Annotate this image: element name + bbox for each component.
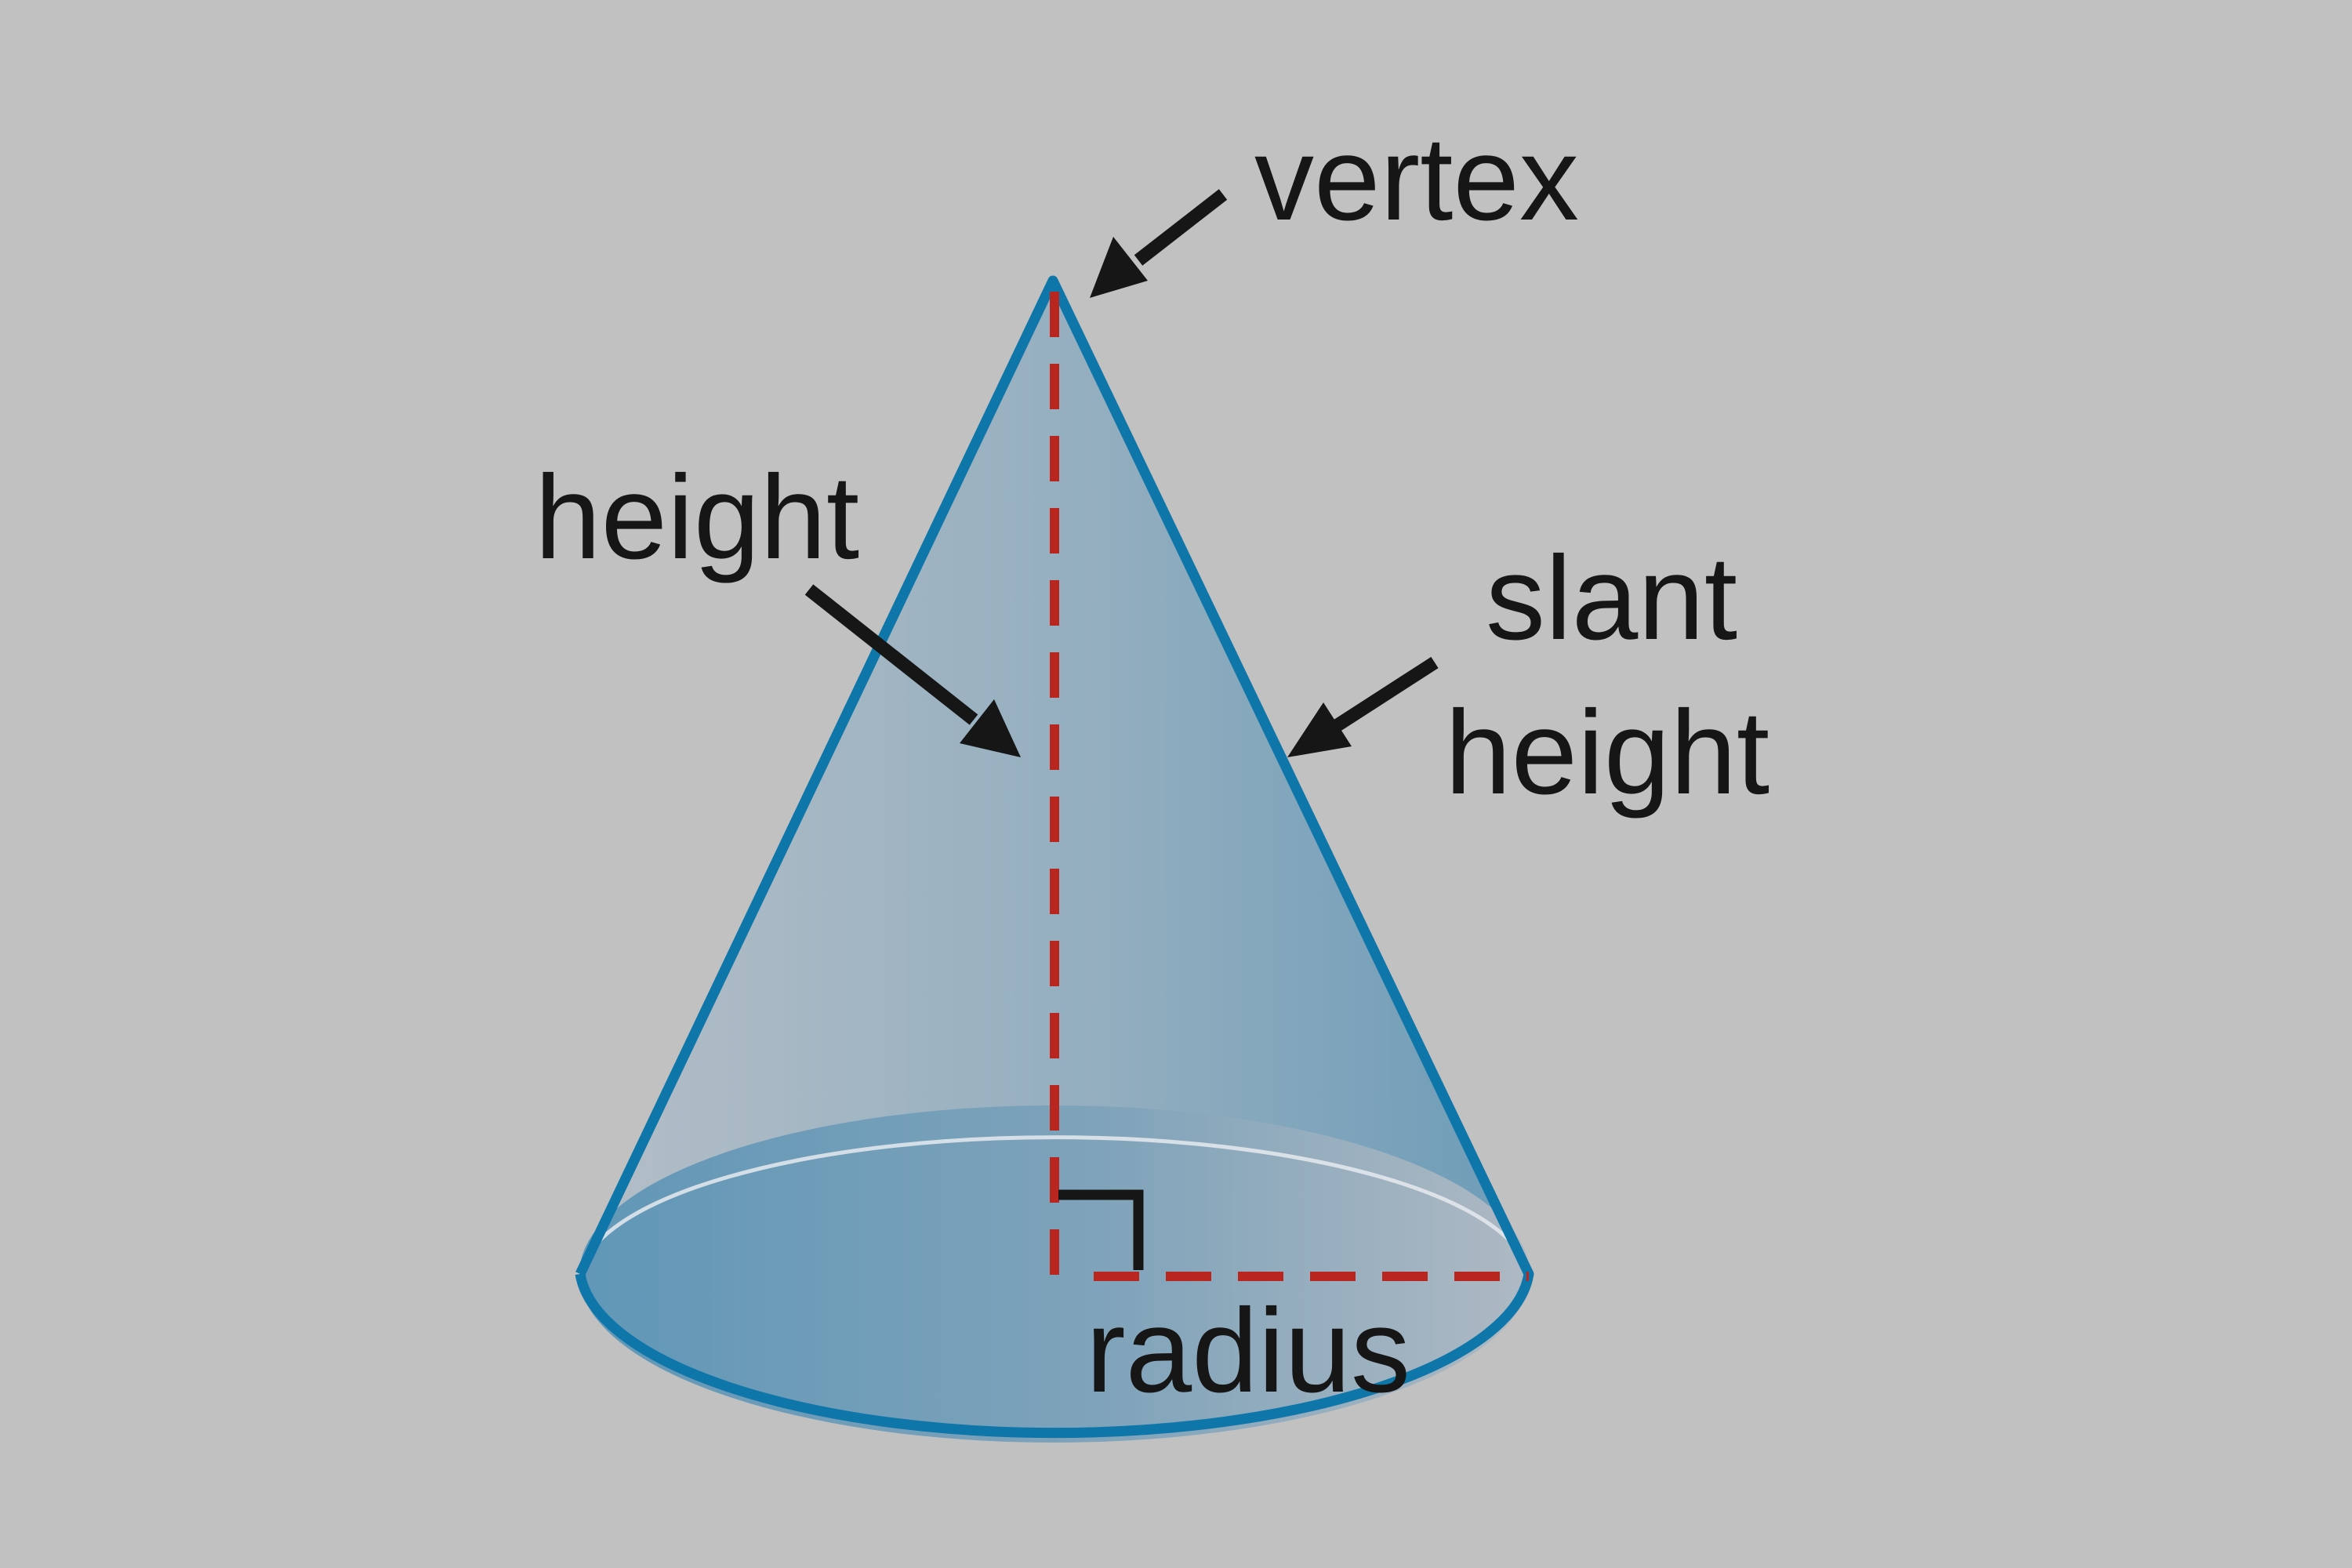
vertex-arrowhead xyxy=(1090,237,1148,298)
height-arrowhead xyxy=(960,699,1021,757)
cone-outline xyxy=(575,275,1534,1439)
vertex-arrow xyxy=(1090,189,1228,298)
arrow-icon xyxy=(1334,656,1439,731)
arrow-icon xyxy=(804,584,978,725)
slant-height-label-line1: slant xyxy=(1486,532,1737,665)
height-label: height xyxy=(535,451,859,584)
arrow-icon xyxy=(1134,189,1228,266)
slant-arrowhead xyxy=(1287,702,1352,757)
vertex-label: vertex xyxy=(1254,112,1579,245)
right-angle-marker-icon xyxy=(1058,1189,1144,1270)
slant-height-label-line2: height xyxy=(1445,686,1769,819)
slant-height-arrow xyxy=(1287,656,1439,757)
height-arrow xyxy=(804,584,1021,757)
base-back-rim xyxy=(578,1135,1531,1275)
radius-label: radius xyxy=(1086,1284,1410,1417)
